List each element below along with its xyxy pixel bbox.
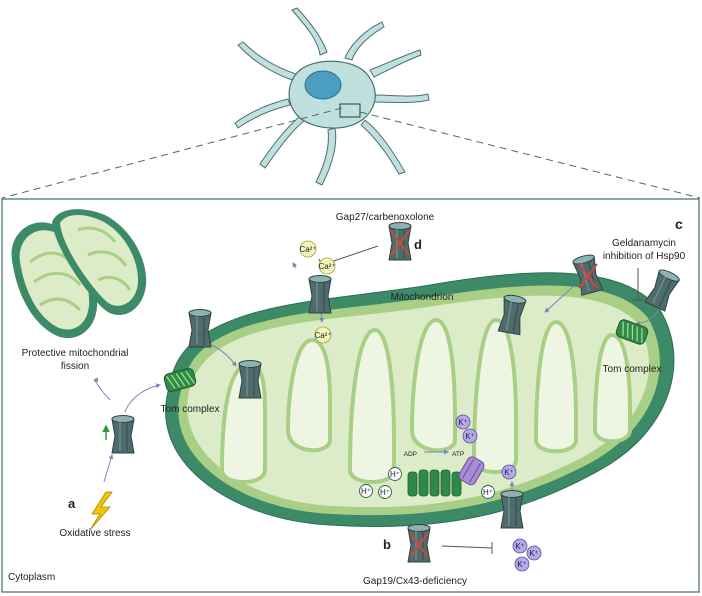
ca-ion: Ca²⁺ <box>314 331 331 340</box>
k-ion: K⁺ <box>504 468 514 477</box>
h-ion: H⁺ <box>361 487 371 496</box>
labels: c Gap27/carbenoxolone d Geldanamycin inh… <box>8 212 686 587</box>
hemichannel-icon <box>500 489 524 529</box>
tom-complex-left-label: Tom complex <box>161 404 220 415</box>
ca-ion: Ca²⁺ <box>299 245 316 254</box>
hemichannel-icon <box>308 274 332 314</box>
hemichannel-icon <box>111 414 135 454</box>
fission-label: Protective mitochondrial <box>22 348 129 359</box>
cytoplasm-label: Cytoplasm <box>8 572 55 583</box>
panel-b-label: b <box>383 537 391 552</box>
hemichannel-icon <box>188 308 212 348</box>
mitochondria-fission-icon <box>11 209 147 339</box>
atp-label: ATP <box>452 451 464 458</box>
ion-icons: Ca²⁺ Ca²⁺ Ca²⁺ H⁺ H⁺ H⁺ H⁺ K⁺ K⁺ K⁺ K⁺ K… <box>299 240 542 572</box>
mitochondrion <box>165 272 675 527</box>
k-ion: K⁺ <box>515 542 525 551</box>
panel-a-label: a <box>68 496 76 511</box>
gap27-label: Gap27/carbenoxolone <box>336 212 435 223</box>
neuron-icon <box>234 7 430 186</box>
gap19-label: Gap19/Cx43-deficiency <box>363 576 467 587</box>
ca-ion: Ca²⁺ <box>318 262 335 271</box>
h-ion: H⁺ <box>390 470 400 479</box>
lightning-icon <box>89 491 113 531</box>
oxidative-stress-label: Oxidative stress <box>59 528 130 539</box>
k-ion: K⁺ <box>465 432 475 441</box>
hsp90-label: inhibition of Hsp90 <box>603 251 686 262</box>
adp-label: ADP <box>404 451 417 458</box>
atp-synthase-icon <box>407 456 485 497</box>
h-ion: H⁺ <box>483 488 493 497</box>
k-ion: K⁺ <box>517 560 527 569</box>
panel-d-label: d <box>414 237 422 252</box>
hemichannel-icon <box>238 359 262 399</box>
panel-c-label: c <box>675 216 683 232</box>
hemichannel-icon <box>644 267 682 312</box>
fission-label-2: fission <box>61 361 89 372</box>
tom-complex-right-label: Tom complex <box>603 364 662 375</box>
k-ion: K⁺ <box>529 549 539 558</box>
geldanamycin-label: Geldanamycin <box>612 238 676 249</box>
h-ion: H⁺ <box>380 488 390 497</box>
mitochondrion-label: Mitochondrion <box>391 292 454 303</box>
zoom-lines <box>1 107 701 199</box>
panel-frame <box>1 198 700 593</box>
k-ion: K⁺ <box>458 418 468 427</box>
